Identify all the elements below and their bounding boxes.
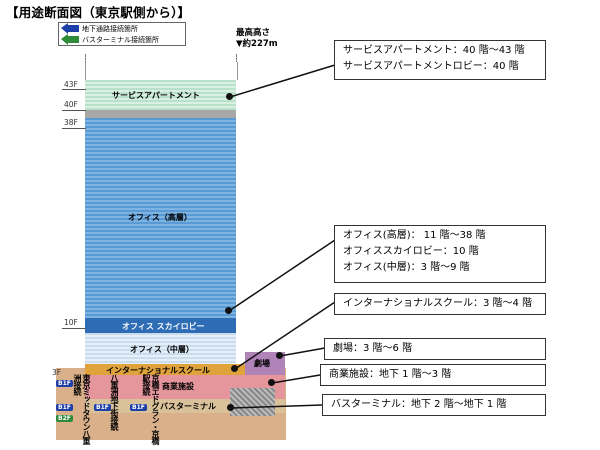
marker-theatre (276, 352, 283, 359)
floor-10f: 10F (64, 318, 78, 327)
leader-bus (230, 404, 323, 409)
tag-b1-mid: B1F (94, 404, 111, 411)
legend-bus: バスターミナル接続箇所 (59, 34, 185, 45)
legend-underground-label: 地下通路接続箇所 (82, 24, 138, 33)
zone-skylobby (85, 318, 236, 333)
leader-school (234, 301, 336, 370)
floor-line-43f (62, 89, 86, 90)
floor-line-38f (62, 128, 86, 129)
diagram-title: 【用途断面図（東京駅側から）】 (6, 5, 191, 20)
marker-commercial (268, 379, 275, 386)
height-guide-right (236, 54, 237, 64)
label-bus-terminal: バスターミナル (160, 402, 216, 411)
zone-school (85, 364, 245, 375)
label-office-mid: オフィス（中層） (130, 345, 194, 354)
tag-b1-left: B1F (56, 380, 73, 387)
conn-tokyo-midtown: 東京ミッドタウン八重洲接続 (73, 374, 91, 444)
callout-theatre: 劇場：3 階～6 階 (324, 338, 546, 360)
max-height-label: 最高高さ (236, 28, 271, 38)
floor-43f: 43F (64, 80, 78, 89)
conn-yaesu-chika: 八重洲地下街接続 (110, 374, 119, 430)
floor-38f: 38F (64, 118, 78, 127)
callout-school: インターナショナルスクール：3 階～4 階 (334, 293, 546, 315)
tag-b1-right: B1F (130, 404, 147, 411)
label-office-high: オフィス（高層） (128, 213, 192, 222)
callout-office-line-2: オフィススカイロビー：10 階 (343, 246, 479, 257)
label-service: サービスアパートメント (112, 91, 200, 100)
callout-theatre-text: 劇場：3 階～6 階 (333, 343, 413, 354)
label-school: インターナショナルスクール (106, 366, 210, 375)
legend-underground: 地下通路接続箇所 (59, 23, 185, 34)
tower-crown (85, 62, 238, 80)
green-arrow-icon (61, 34, 79, 45)
conn-kyobashi: 京橋エドグラン・京橋駅接続 (142, 374, 160, 444)
callout-office-line-3: オフィス(中層)：3 階～9 階 (343, 262, 470, 273)
callout-service-line-1: サービスアパートメント：40 階～43 階 (343, 45, 525, 56)
blue-arrow-icon (61, 23, 79, 34)
callout-school-text: インターナショナルスクール：3 階～4 階 (343, 298, 533, 309)
leader-commercial (271, 374, 321, 384)
legend: 地下通路接続箇所 バスターミナル接続箇所 (58, 22, 186, 46)
hatched-area (230, 388, 275, 416)
legend-bus-label: バスターミナル接続箇所 (82, 35, 159, 44)
callout-service-line-2: サービスアパートメントロビー：40 階 (343, 61, 519, 72)
callout-bus-text: バスターミナル：地下 2 階～地下 1 階 (331, 399, 507, 410)
max-height: 最高高さ ▼約227m (236, 28, 278, 50)
callout-commercial-text: 商業施設：地下 1 階～3 階 (329, 369, 452, 380)
marker-bus (227, 404, 234, 411)
label-commercial: 商業施設 (162, 382, 194, 391)
callout-office-line-1: オフィス(高層)： 11 階～38 階 (343, 230, 486, 241)
floor-40f: 40F (64, 100, 78, 109)
zone-mechanical-38f (85, 110, 236, 118)
floor-3f: 3F (52, 368, 62, 377)
height-guide-left (85, 54, 86, 64)
tag-b2-left: B2F (56, 415, 73, 422)
zone-office-mid (85, 333, 236, 364)
marker-service (226, 93, 233, 100)
floor-line-10f (62, 328, 86, 329)
callout-office: オフィス(高層)： 11 階～38 階 オフィススカイロビー：10 階 オフィス… (334, 225, 546, 283)
zone-office-high (85, 118, 236, 318)
marker-school (231, 365, 238, 372)
label-theatre: 劇場 (254, 359, 270, 368)
callout-bus: バスターミナル：地下 2 階～地下 1 階 (322, 394, 546, 416)
leader-office (228, 239, 336, 312)
leader-theatre (279, 347, 326, 357)
label-skylobby: オフィス スカイロビー (122, 322, 205, 331)
zone-service-apartment (85, 80, 236, 110)
callout-service: サービスアパートメント：40 階～43 階 サービスアパートメントロビー：40 … (334, 40, 546, 80)
tag-b1-left-2: B1F (56, 404, 73, 411)
floor-line-40f (62, 110, 86, 111)
callout-commercial: 商業施設：地下 1 階～3 階 (320, 364, 546, 386)
max-height-value: ▼約227m (236, 39, 278, 49)
marker-office (225, 307, 232, 314)
leader-service (229, 64, 336, 98)
